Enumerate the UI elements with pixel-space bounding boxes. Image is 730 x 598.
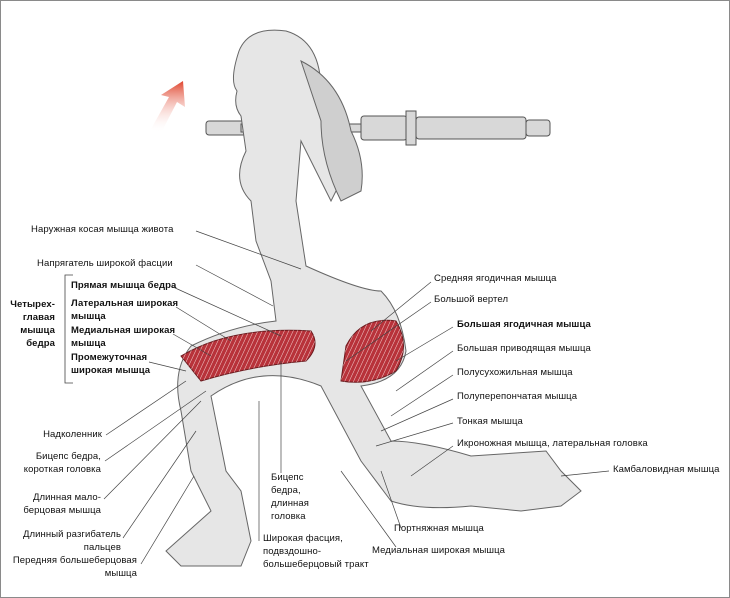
quadriceps-bracket (64, 274, 73, 384)
label-tibialis: Передняя большеберцовая мышца (13, 554, 137, 580)
label-tfl: Напрягатель широкой фасции (37, 258, 173, 269)
label-biceps-short: Бицепс бедра, короткая головка (24, 450, 101, 476)
label-soleus: Камбаловидная мышца (613, 464, 720, 475)
label-line: Передняя большеберцовая (12, 555, 137, 566)
label-line: Длинный разгибатель (22, 529, 121, 540)
label-line: головка (271, 511, 306, 522)
label-line: Бицепс (271, 472, 304, 483)
label-line: мышца (104, 568, 137, 579)
label-gastrocnemius: Икроножная мышца, латеральная головка (457, 438, 648, 449)
label-line: главая (22, 312, 55, 323)
label-trochanter: Большой вертел (434, 294, 509, 305)
label-line: Четырех- (10, 299, 55, 310)
label-line: подвздошно- (263, 546, 322, 557)
label-line: мышца (20, 325, 55, 336)
label-line: длинная (271, 498, 310, 509)
label-adductor: Большая приводящая мышца (457, 343, 591, 354)
quadriceps-highlight (180, 329, 316, 382)
label-line: Промежуточная (71, 352, 148, 363)
label-sartorius: Портняжная мышца (394, 523, 484, 534)
label-line: Широкая фасция, (263, 533, 343, 544)
label-rectus-femoris: Прямая мышца бедра (71, 280, 177, 291)
label-line: короткая головка (23, 464, 101, 475)
label-gracilis: Тонкая мышца (457, 416, 523, 427)
label-line: мышца (71, 338, 106, 349)
label-line: Медиальная широкая (71, 325, 176, 336)
quadriceps-group-label: Четырех- главая мышца бедра (10, 298, 55, 350)
label-semimembranosus: Полуперепончатая мышца (457, 391, 578, 402)
label-vastus-medialis: Медиальная широкая мышца (71, 324, 175, 350)
label-line: мышца (71, 311, 106, 322)
upward-arrow-icon (151, 81, 185, 133)
label-line: Длинная мало- (32, 492, 101, 503)
label-vastus-medialis-2: Медиальная широкая мышца (372, 545, 506, 556)
label-line: бедра, (271, 485, 301, 496)
leader-lines (103, 230, 610, 565)
label-biceps-long: Бицепс бедра, длинная головка (271, 471, 309, 523)
label-semitendinosus: Полусухожильная мышца (457, 367, 573, 378)
label-line: бедра (26, 338, 55, 349)
label-gluteus-medius: Средняя ягодичная мышца (434, 273, 557, 284)
label-line: пальцев (83, 542, 121, 553)
barbell (205, 110, 551, 146)
label-extensor: Длинный разгибатель пальцев (23, 528, 121, 554)
label-line: широкая мышца (71, 365, 151, 376)
label-line: большеберцовый тракт (263, 559, 369, 570)
label-line: берцовая мышца (23, 505, 101, 516)
label-it-band: Широкая фасция, подвздошно- большеберцов… (263, 532, 369, 571)
label-vastus-lateralis: Латеральная широкая мышца (71, 297, 178, 323)
label-line: Латеральная широкая (71, 298, 179, 309)
gluteus-highlight (340, 319, 404, 383)
label-vastus-intermedius: Промежуточная широкая мышца (71, 351, 150, 377)
label-obliquus: Наружная косая мышца живота (31, 224, 174, 235)
label-line: Бицепс бедра, (35, 451, 101, 462)
label-patella: Надколенник (43, 429, 102, 440)
label-gluteus-maximus: Большая ягодичная мышца (457, 319, 591, 330)
label-peroneus: Длинная мало- берцовая мышца (23, 491, 101, 517)
figure-body (165, 29, 582, 567)
